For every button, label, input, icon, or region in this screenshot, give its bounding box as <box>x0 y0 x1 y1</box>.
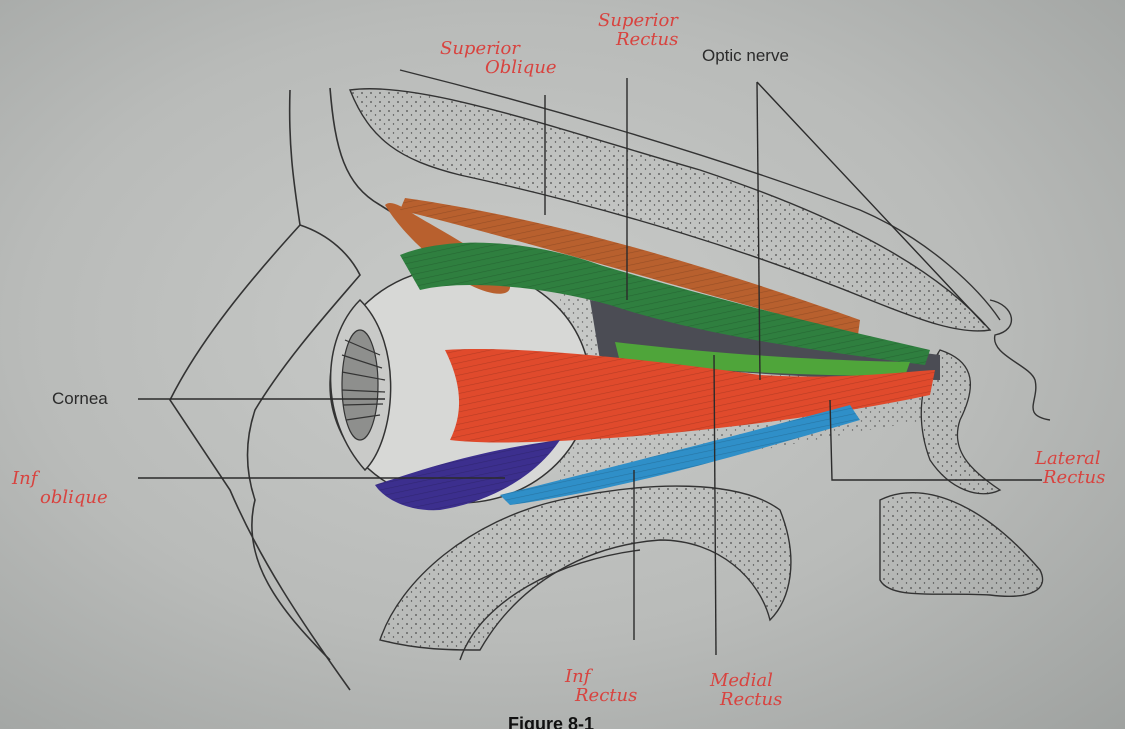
inferior-oblique-label: Inf oblique <box>12 470 108 508</box>
superior-rectus-label-line2: Rectus <box>616 31 678 50</box>
superior-rectus-label: Superior Rectus <box>598 12 678 50</box>
sphenoid-bone <box>880 493 1043 597</box>
inferior-rectus-label: Inf Rectus <box>565 668 637 706</box>
lateral-rectus-label-line2: Rectus <box>1043 469 1105 488</box>
inferior-rectus-label-line2: Rectus <box>575 687 637 706</box>
superior-oblique-label-line2: Oblique <box>485 59 557 78</box>
medial-rectus-label-line2: Rectus <box>720 691 782 710</box>
medial-rectus-label: Medial Rectus <box>682 672 782 710</box>
optic-nerve-label: Optic nerve <box>702 46 789 66</box>
cornea-label: Cornea <box>52 389 108 409</box>
figure-caption: Figure 8-1 <box>508 714 594 729</box>
orbital-floor-bone <box>380 486 791 650</box>
inferior-oblique-label-line2: oblique <box>40 489 108 508</box>
superior-oblique-label: Superior Oblique <box>440 40 557 78</box>
lateral-rectus-label: Lateral Rectus <box>1035 450 1105 488</box>
